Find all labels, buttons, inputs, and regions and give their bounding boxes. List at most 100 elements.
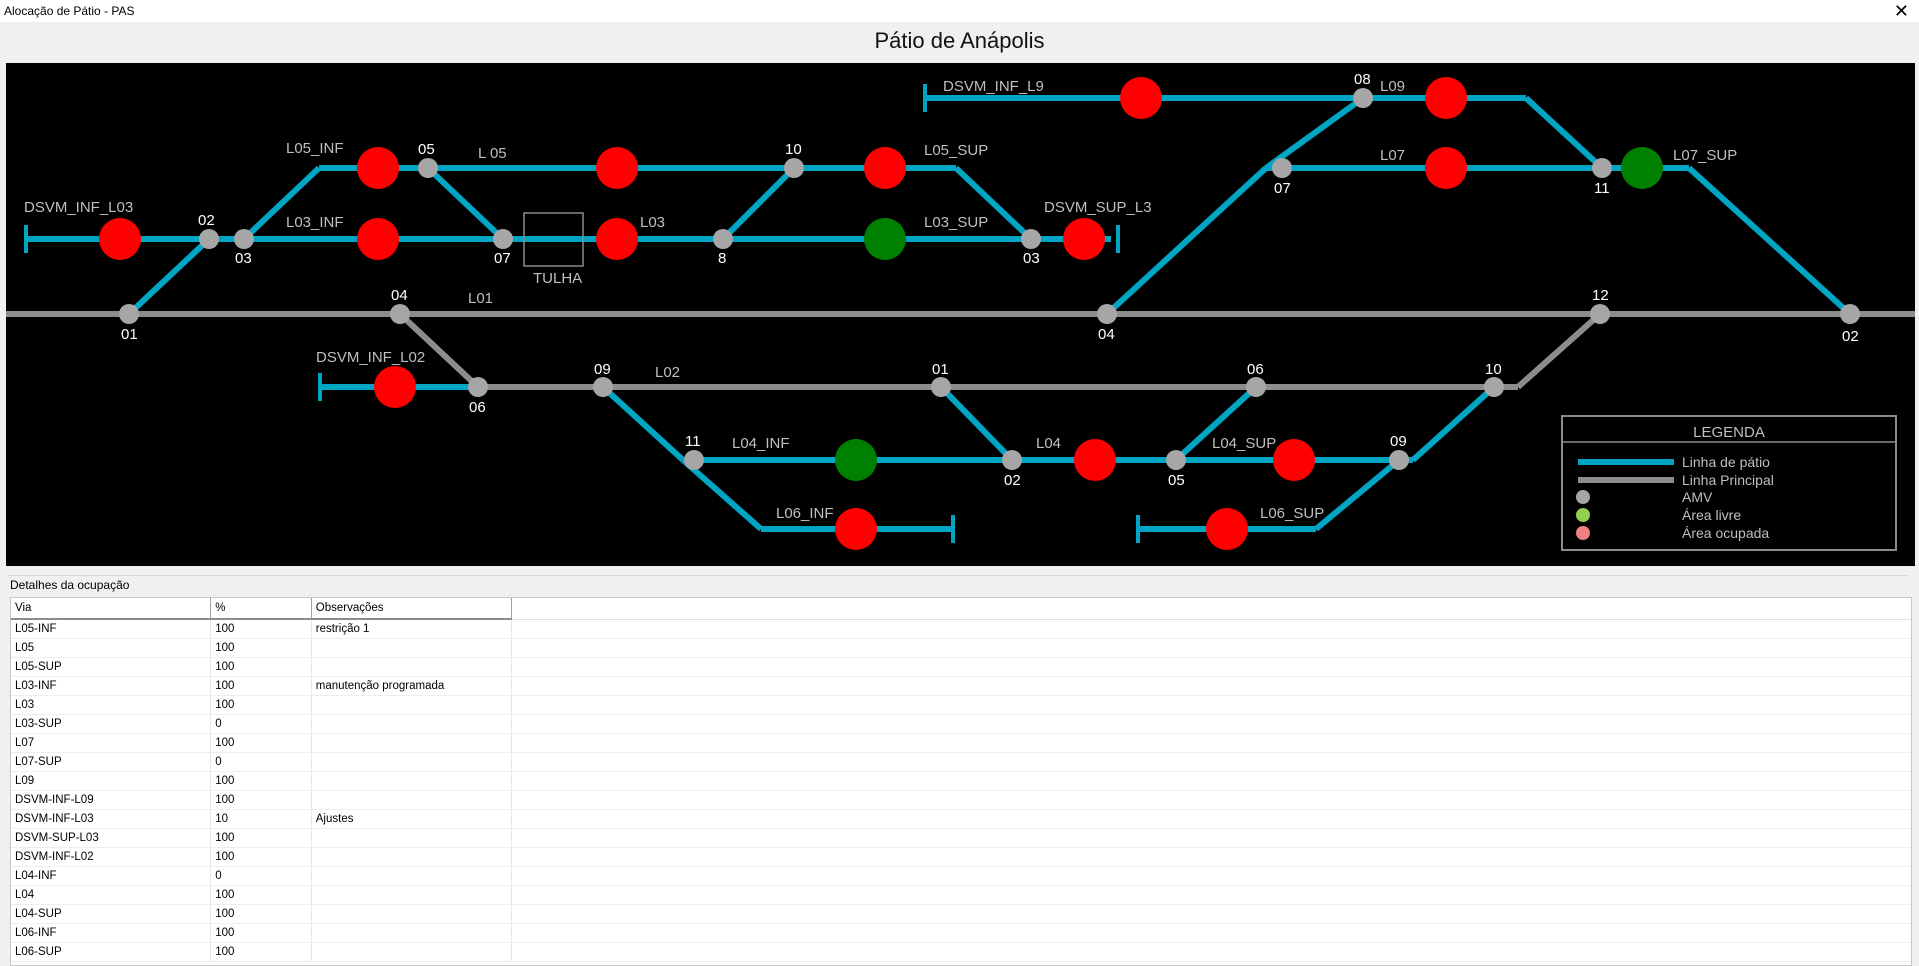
- yard-line-l09-11[interactable]: [1523, 95, 1605, 171]
- cell-via[interactable]: L03-SUP: [11, 714, 212, 734]
- cell-observacoes[interactable]: [311, 657, 513, 677]
- signal-l07[interactable]: [1425, 147, 1467, 189]
- cell-observacoes[interactable]: [311, 866, 513, 886]
- cell-percent[interactable]: 100: [210, 904, 312, 924]
- cell-via[interactable]: L03-INF: [11, 676, 212, 696]
- cell-via[interactable]: L09: [11, 771, 212, 791]
- cell-via[interactable]: L04: [11, 885, 212, 905]
- yard-line-05-06[interactable]: [1173, 384, 1259, 463]
- signal-l05-inf[interactable]: [357, 147, 399, 189]
- signal-dsvm-sup-l3[interactable]: [1063, 218, 1105, 260]
- cell-percent[interactable]: 100: [210, 771, 312, 791]
- signal-l09[interactable]: [1425, 77, 1467, 119]
- cell-observacoes[interactable]: [311, 904, 513, 924]
- cell-percent[interactable]: 0: [210, 752, 312, 772]
- signal-l05-sup[interactable]: [864, 147, 906, 189]
- main-line-branch-04-06[interactable]: [397, 311, 481, 390]
- amv-05[interactable]: [418, 158, 438, 178]
- signal-l04-sup[interactable]: [1273, 439, 1315, 481]
- amv-03[interactable]: [234, 229, 254, 249]
- yard-line-8-10[interactable]: [720, 165, 797, 242]
- yard-line-l05sup-03[interactable]: [953, 165, 1034, 242]
- yard-line-l07sup-02[interactable]: [1686, 165, 1853, 317]
- amv-05b[interactable]: [1166, 450, 1186, 470]
- signal-dsvm-inf-l02[interactable]: [374, 366, 416, 408]
- amv-11b[interactable]: [1592, 158, 1612, 178]
- amv-06b[interactable]: [1246, 377, 1266, 397]
- amv-07b[interactable]: [1272, 158, 1292, 178]
- cell-via[interactable]: L06-INF: [11, 923, 212, 943]
- amv-06[interactable]: [468, 377, 488, 397]
- signal-l05[interactable]: [596, 147, 638, 189]
- yard-line-09-10[interactable]: [1410, 384, 1497, 463]
- yard-line-07-08[interactable]: [1264, 95, 1365, 171]
- amv-8[interactable]: [713, 229, 733, 249]
- cell-percent[interactable]: 100: [210, 828, 312, 848]
- cell-percent[interactable]: 0: [210, 866, 312, 886]
- cell-observacoes[interactable]: [311, 942, 513, 962]
- cell-observacoes[interactable]: [311, 695, 513, 715]
- cell-via[interactable]: L06-SUP: [11, 942, 212, 962]
- cell-via[interactable]: L03: [11, 695, 212, 715]
- cell-via[interactable]: L04-SUP: [11, 904, 212, 924]
- signal-l03[interactable]: [596, 218, 638, 260]
- yard-line-01-02b[interactable]: [938, 384, 1015, 463]
- cell-percent[interactable]: 100: [210, 619, 312, 639]
- cell-percent[interactable]: 100: [210, 923, 312, 943]
- yard-line-04-07[interactable]: [1104, 165, 1269, 317]
- signal-l06-sup[interactable]: [1206, 508, 1248, 550]
- cell-observacoes[interactable]: [311, 733, 513, 753]
- cell-percent[interactable]: 100: [210, 790, 312, 810]
- cell-via[interactable]: DSVM-INF-L03: [11, 809, 212, 829]
- cell-observacoes[interactable]: [311, 771, 513, 791]
- column-header-observacoes[interactable]: Observações: [311, 598, 513, 620]
- cell-observacoes[interactable]: manutenção programada: [311, 676, 513, 696]
- amv-07[interactable]: [493, 229, 513, 249]
- cell-via[interactable]: DSVM-INF-L02: [11, 847, 212, 867]
- cell-observacoes[interactable]: [311, 847, 513, 867]
- signal-dsvm-inf-l9[interactable]: [1120, 77, 1162, 119]
- column-header-percent[interactable]: %: [210, 598, 312, 620]
- amv-04b[interactable]: [1097, 304, 1117, 324]
- amv-10b[interactable]: [1484, 377, 1504, 397]
- amv-12[interactable]: [1590, 304, 1610, 324]
- cell-percent[interactable]: 100: [210, 676, 312, 696]
- cell-observacoes[interactable]: [311, 714, 513, 734]
- yard-line-l06sup-09[interactable]: [1314, 457, 1401, 532]
- cell-percent[interactable]: 100: [210, 847, 312, 867]
- close-icon[interactable]: ✕: [1893, 1, 1909, 21]
- cell-percent[interactable]: 100: [210, 657, 312, 677]
- yard-line-09-11[interactable]: [600, 384, 686, 463]
- yard-line-01-02[interactable]: [126, 236, 212, 317]
- amv-03b[interactable]: [1021, 229, 1041, 249]
- cell-observacoes[interactable]: [311, 790, 513, 810]
- amv-10[interactable]: [784, 158, 804, 178]
- signal-l07-sup[interactable]: [1621, 147, 1663, 189]
- cell-via[interactable]: DSVM-SUP-L03: [11, 828, 212, 848]
- cell-observacoes[interactable]: [311, 923, 513, 943]
- amv-02b[interactable]: [1840, 304, 1860, 324]
- yard-line-03-l05[interactable]: [241, 165, 322, 242]
- cell-percent[interactable]: 100: [210, 638, 312, 658]
- cell-percent[interactable]: 100: [210, 733, 312, 753]
- amv-09[interactable]: [593, 377, 613, 397]
- column-header-via[interactable]: Via: [11, 598, 212, 620]
- amv-08[interactable]: [1353, 88, 1373, 108]
